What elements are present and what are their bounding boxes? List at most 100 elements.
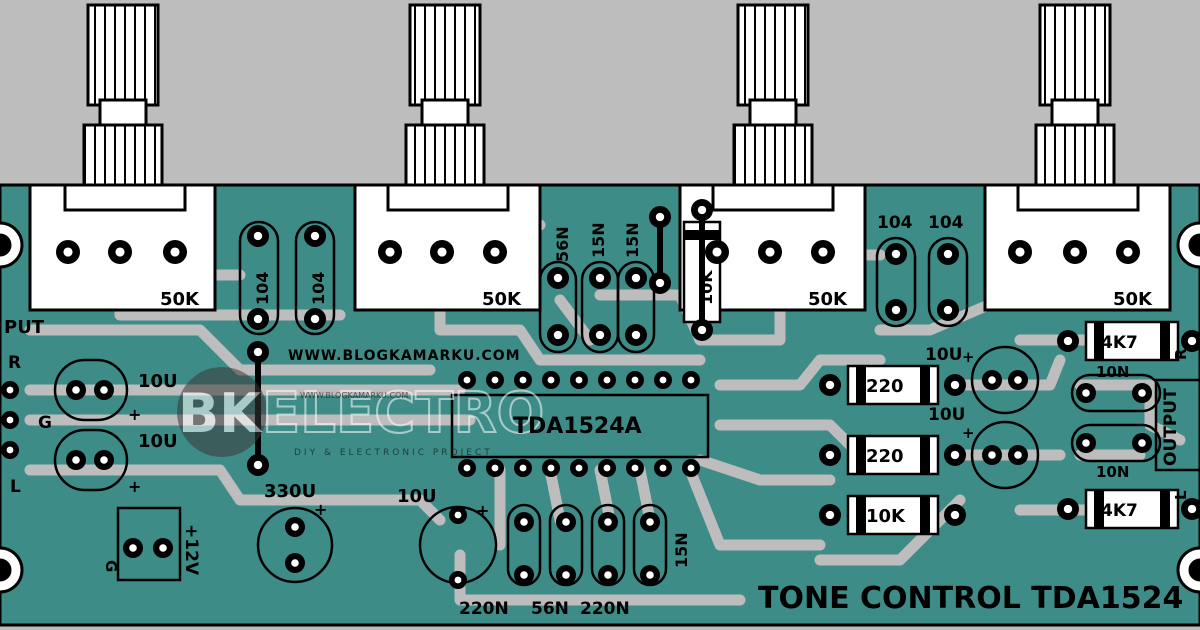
pad-hole (170, 247, 180, 257)
input-pin-r: R (8, 353, 21, 373)
pad-hole (159, 544, 167, 552)
cap-56n-bottom: 56N (531, 599, 569, 619)
cap-104-b: 104 (309, 272, 328, 305)
cap-104-c: 104 (877, 213, 913, 233)
cap-15n-top-b: 15N (623, 222, 642, 258)
pad-hole (253, 314, 263, 324)
pad-hole (520, 571, 528, 579)
cap-15n-bottom: 15N (672, 532, 691, 568)
pad-hole (943, 249, 953, 259)
watermark-brand: ELECTRO (262, 381, 544, 446)
website-label: WWW.BLOGKAMARKU.COM (288, 348, 521, 364)
pad-hole (659, 376, 667, 384)
cap-220n-a: 220N (459, 599, 509, 619)
pad-hole (687, 464, 695, 472)
pad-hole (1187, 336, 1197, 346)
pad-hole (291, 523, 299, 531)
pad-hole (603, 464, 611, 472)
power-ground: G (102, 560, 120, 572)
pad-hole (950, 450, 960, 460)
cap-10u-in-l: 10U (138, 431, 178, 452)
potentiometer-1 (28, 3, 217, 312)
pad-hole (818, 247, 828, 257)
pad-hole (891, 249, 901, 259)
pad-hole (63, 247, 73, 257)
pad-hole (490, 247, 500, 257)
cap-220n-b: 220N (580, 599, 630, 619)
pad-hole (562, 518, 570, 526)
pad-hole (491, 464, 499, 472)
pad-hole (943, 305, 953, 315)
pad-hole (6, 416, 14, 424)
ic-label: TDA1524A (513, 414, 642, 439)
pad-hole (1063, 336, 1073, 346)
pad-hole (385, 247, 395, 257)
cap-10n-out-l: 10N (1096, 463, 1129, 481)
watermark: BK ELECTRO DIY & ELECTRONIC PROJECT WWW.… (177, 367, 545, 458)
res-10k-bottom: 10K (866, 506, 906, 527)
board-title: TONE CONTROL TDA1524 (758, 581, 1183, 616)
res-220-b: 220 (866, 446, 904, 467)
cap-104-a: 104 (253, 272, 272, 305)
polarity-5: + (962, 348, 975, 366)
pad-hole (253, 231, 263, 241)
pad-hole (950, 510, 960, 520)
input-pin-l: L (10, 477, 21, 497)
pad-hole (697, 325, 707, 335)
pad-hole (655, 278, 665, 288)
polarity-4: + (476, 501, 489, 520)
res-4k7-top: 4K7 (1101, 333, 1138, 353)
pad-hole (687, 376, 695, 384)
pad-hole (553, 330, 563, 340)
input-label: PUT (4, 317, 45, 338)
pot-1-value: 50K (160, 289, 200, 310)
pad-hole (291, 559, 299, 567)
pad-hole (491, 376, 499, 384)
pad-hole (646, 571, 654, 579)
pad-hole (253, 460, 263, 470)
pad-hole (1014, 376, 1022, 384)
pad-hole (562, 571, 570, 579)
watermark-circle (177, 367, 267, 457)
res-10k-vertical: 10K (697, 270, 716, 305)
polarity-6: + (962, 424, 975, 442)
res-4k7-bottom: 4K7 (1101, 501, 1138, 521)
polarity-3: + (314, 500, 327, 519)
power-voltage: +12V (181, 524, 201, 576)
pad-hole (520, 518, 528, 526)
pad-hole (1138, 439, 1146, 447)
pad-hole (603, 376, 611, 384)
pad-hole (697, 205, 707, 215)
output-pin-l: L (1172, 490, 1190, 500)
pad-hole (765, 247, 775, 257)
pad-hole (575, 376, 583, 384)
pad-hole (1123, 247, 1133, 257)
pad-hole (988, 451, 996, 459)
pad-hole (1138, 389, 1146, 397)
pad-hole (463, 464, 471, 472)
pad-hole (547, 376, 555, 384)
pad-hole (553, 273, 563, 283)
pad-hole (631, 376, 639, 384)
pad-hole (6, 446, 14, 454)
pad-hole (604, 518, 612, 526)
cap-10u-in-r: 10U (138, 371, 178, 392)
cap-10n-out-r: 10N (1096, 363, 1129, 381)
pad-hole (1070, 247, 1080, 257)
pad-hole (988, 376, 996, 384)
potentiometer-4 (983, 3, 1172, 312)
res-220-a: 220 (866, 376, 904, 397)
output-label: OUTPUT (1161, 388, 1181, 466)
pad-hole (595, 330, 605, 340)
watermark-logo: BK (178, 382, 263, 445)
pad-hole (655, 212, 665, 222)
pad-hole (575, 464, 583, 472)
watermark-tagline: DIY & ELECTRONIC PROJECT (294, 448, 493, 458)
pad-hole (72, 386, 80, 394)
pad-hole (1014, 451, 1022, 459)
input-pin-g: G (38, 413, 52, 433)
pad-hole (1082, 389, 1090, 397)
pad-hole (253, 347, 263, 357)
pad-hole (631, 464, 639, 472)
pad-hole (454, 576, 462, 584)
